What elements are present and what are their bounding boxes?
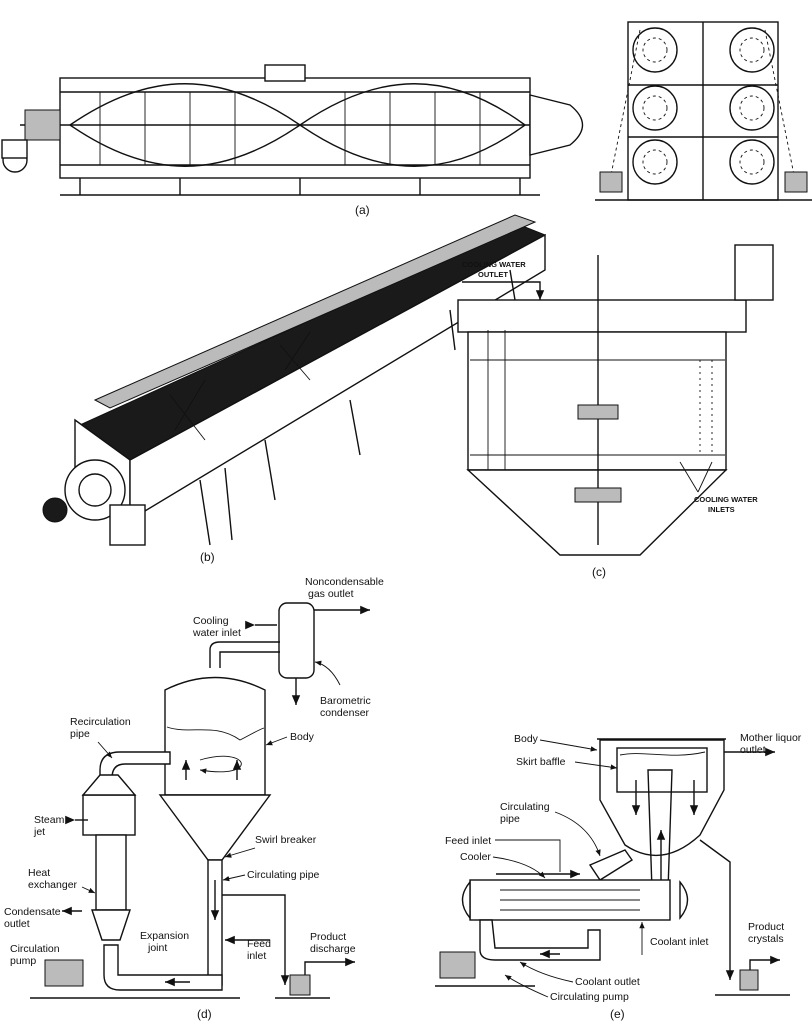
label-barometric-condenser: Barometric (320, 695, 371, 707)
label-product-crystals: Product (748, 921, 784, 933)
label-condensate-line2: outlet (4, 918, 30, 930)
label-noncondensable-gas-outlet: Noncondensable (305, 576, 384, 588)
label-barometric-line2: condenser (320, 707, 370, 719)
label-cooling-water-inlets: COOLING WATER (694, 495, 758, 504)
label-noncondensable-line2: gas outlet (308, 588, 354, 600)
label-coolant-inlet: Coolant inlet (650, 936, 708, 948)
panel-c-caption: (c) (592, 565, 606, 579)
label-product-discharge-line2: discharge (310, 943, 356, 955)
label-steam-jet-line2: jet (33, 826, 45, 838)
panel-a-stacked-end-view (595, 21, 812, 201)
label-heat-exchanger: Heat (28, 867, 50, 879)
label-cooling-water-inlets-line2: INLETS (708, 505, 735, 514)
label-recirculation-pipe: Recirculation (70, 716, 131, 728)
label-feed-inlet: Feed (247, 938, 271, 950)
label-product-crystals-line2: crystals (748, 933, 784, 945)
label-cooling-water-inlet-line2: water inlet (192, 627, 241, 639)
panel-a-caption: (a) (355, 203, 370, 217)
label-skirt-baffle: Skirt baffle (516, 756, 566, 768)
label-circulating-pump: Circulating pump (550, 991, 629, 1003)
panel-d-forced-circulation-crystallizer: Noncondensable gas outlet Cooling water … (4, 576, 384, 1021)
label-heat-exchanger-line2: exchanger (28, 879, 78, 891)
label-cooling-water-outlet: COOLING WATER (462, 260, 526, 269)
label-steam-jet: Steam (34, 814, 65, 826)
label-e-circulating-pipe-line2: pipe (500, 813, 520, 825)
label-expansion-joint-line2: joint (147, 942, 167, 954)
label-mother-liquor-outlet: Mother liquor (740, 732, 802, 744)
label-coolant-outlet: Coolant outlet (575, 976, 640, 988)
panel-e-caption: (e) (610, 1007, 625, 1021)
label-body: Body (290, 731, 315, 743)
label-e-body: Body (514, 733, 539, 745)
label-circulation-pump: Circulation (10, 943, 60, 955)
label-swirl-breaker: Swirl breaker (255, 834, 317, 846)
panel-b-caption: (b) (200, 550, 215, 564)
panel-c-agitated-tank-crystallizer: COOLING WATER OUTLET COOLING WATER INLET… (457, 244, 774, 579)
label-condensate-outlet: Condensate (4, 906, 61, 918)
label-cooling-water-outlet-line2: OUTLET (478, 270, 508, 279)
label-product-discharge: Product (310, 931, 346, 943)
panel-e-cooling-crystallizer: Body Mother liquor outlet Skirt baffle C… (435, 732, 802, 1021)
label-feed-inlet-line2: inlet (247, 950, 266, 962)
label-circulation-pump-line2: pump (10, 955, 36, 967)
label-e-feed-inlet: Feed inlet (445, 835, 491, 847)
label-cooler: Cooler (460, 851, 491, 863)
label-recirculation-line2: pipe (70, 728, 90, 740)
label-circulating-pipe: Circulating pipe (247, 869, 320, 881)
panel-d-caption: (d) (197, 1007, 212, 1021)
label-e-circulating-pipe: Circulating (500, 801, 550, 813)
label-mother-liquor-line2: outlet (740, 744, 766, 756)
label-expansion-joint: Expansion (140, 930, 189, 942)
label-cooling-water-inlet: Cooling (193, 615, 229, 627)
panel-a-trough-crystallizer: (a) (1, 64, 584, 217)
panel-b-open-trough-crystallizer: (b) (42, 214, 547, 564)
